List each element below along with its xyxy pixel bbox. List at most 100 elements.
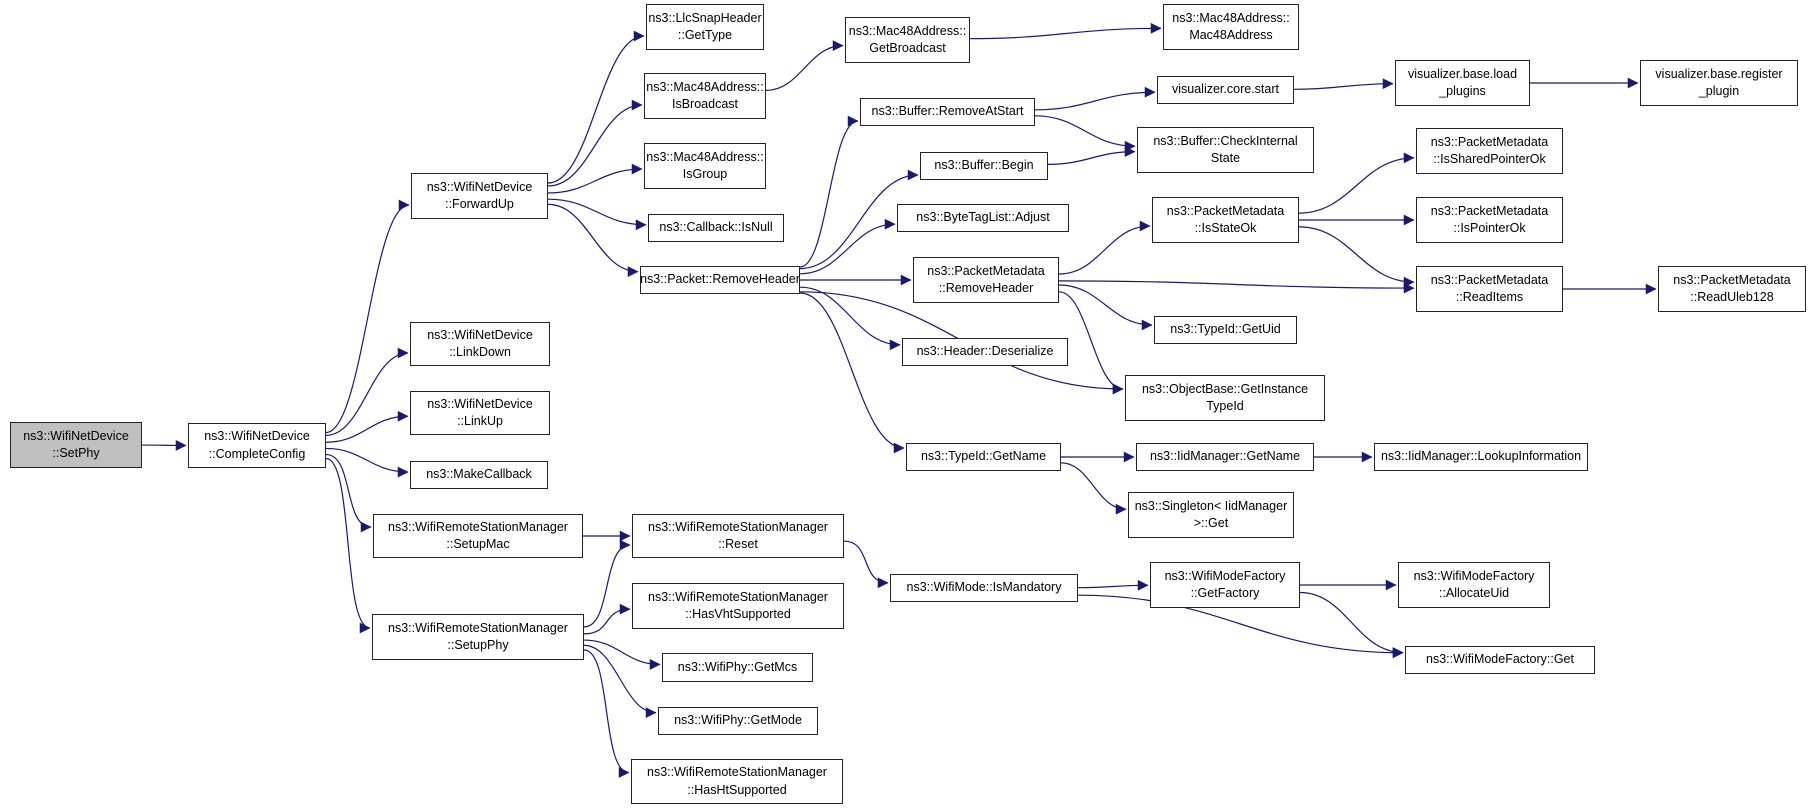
graph-node-label-line: ::HasVhtSupported: [685, 607, 791, 621]
graph-node-isstateok[interactable]: ns3::PacketMetadata::IsStateOk: [1152, 197, 1299, 243]
graph-node-label-line: ns3::PacketMetadata: [1673, 272, 1791, 287]
graph-node-label-line: ::IsStateOk: [1194, 221, 1257, 235]
edge-forwardup-isnull: [547, 198, 647, 231]
graph-node-getfactory[interactable]: ns3::WifiModeFactory::GetFactory: [1150, 562, 1300, 608]
graph-node-allocateuid[interactable]: ns3::WifiModeFactory::AllocateUid: [1398, 562, 1550, 608]
graph-node-buffbegin[interactable]: ns3::Buffer::Begin: [920, 152, 1048, 180]
graph-node-ismandatory[interactable]: ns3::WifiMode::IsMandatory: [890, 574, 1078, 602]
graph-node-headerdeserialize[interactable]: ns3::Header::Deserialize: [902, 338, 1068, 366]
graph-node-label-line: ns3::WifiNetDevice: [23, 428, 129, 443]
graph-node-label-line: visualizer.base.load: [1407, 66, 1518, 81]
graph-node-isbroadcast[interactable]: ns3::Mac48Address::IsBroadcast: [644, 73, 766, 119]
graph-node-vizregister[interactable]: visualizer.base.register_plugin: [1640, 60, 1798, 106]
graph-node-mac48mac48[interactable]: ns3::Mac48Address::Mac48Address: [1163, 4, 1299, 50]
graph-node-singletonget[interactable]: ns3::Singleton< IidManager>::Get: [1128, 492, 1294, 538]
graph-node-label-line: ns3::WifiModeFactory::Get: [1426, 652, 1574, 667]
graph-node-wmfget[interactable]: ns3::WifiModeFactory::Get: [1405, 646, 1595, 674]
graph-node-label-line: ns3::WifiMode::IsMandatory: [906, 580, 1062, 595]
graph-node-typeidgetname[interactable]: ns3::TypeId::GetName: [906, 443, 1061, 471]
edge-pktremoveheader-headerdeserialize: [799, 286, 901, 351]
graph-node-label-line: ns3::WifiNetDevice: [427, 327, 533, 342]
graph-node-label-line: ::AllocateUid: [1438, 586, 1510, 600]
graph-node-label-line: ::LinkUp: [457, 414, 503, 428]
graph-node-label-line: ns3::WifiRemoteStationManager: [388, 519, 568, 534]
graph-node-getbroadcast[interactable]: ns3::Mac48Address::GetBroadcast: [845, 17, 970, 63]
graph-node-isgroup[interactable]: ns3::Mac48Address::IsGroup: [644, 143, 766, 189]
graph-node-completeconfig[interactable]: ns3::WifiNetDevice::CompleteConfig: [188, 423, 326, 468]
graph-node-readitems[interactable]: ns3::PacketMetadata::ReadItems: [1416, 266, 1563, 312]
graph-node-removeatstart[interactable]: ns3::Buffer::RemoveAtStart: [860, 98, 1035, 126]
graph-node-wifigetmode[interactable]: ns3::WifiPhy::GetMode: [658, 707, 818, 735]
edge-isstateok-issharedptrok: [1298, 152, 1415, 214]
graph-node-label-line: ns3::ObjectBase::GetInstance: [1141, 381, 1309, 396]
graph-node-setupphy[interactable]: ns3::WifiRemoteStationManager::SetupPhy: [372, 614, 584, 660]
graph-node-label-line: ns3::WifiRemoteStationManager: [647, 765, 827, 780]
graph-node-setupmac[interactable]: ns3::WifiRemoteStationManager::SetupMac: [373, 514, 583, 558]
graph-node-label-line: ::IsSharedPointerOk: [1433, 152, 1546, 166]
graph-node-lookupinfo[interactable]: ns3::IidManager::LookupInformation: [1374, 443, 1588, 471]
edge-setupphy-reset: [583, 539, 631, 628]
edge-forwardup-isbroadcast: [547, 99, 643, 187]
graph-node-label-line: ::SetupMac: [446, 537, 510, 551]
edge-pmremoveheader-objgetinstance: [1058, 291, 1124, 395]
graph-node-forwardup[interactable]: ns3::WifiNetDevice::ForwardUp: [411, 173, 548, 219]
graph-node-label-line: ns3::Buffer::Begin: [934, 158, 1034, 173]
graph-node-label-line: ns3::PacketMetadata: [1430, 272, 1549, 287]
graph-node-label-line: visualizer.base.register: [1655, 66, 1783, 81]
graph-node-label-line: State: [1210, 151, 1241, 165]
edge-completeconfig-setupmac: [325, 453, 372, 533]
graph-node-adjust[interactable]: ns3::ByteTagList::Adjust: [897, 204, 1069, 232]
graph-node-makecallback[interactable]: ns3::MakeCallback: [410, 461, 548, 489]
graph-node-label-line: GetBroadcast: [869, 41, 946, 55]
graph-node-linkup[interactable]: ns3::WifiNetDevice::LinkUp: [410, 391, 550, 435]
edge-pktremoveheader-buffbegin: [799, 169, 919, 270]
graph-node-label-line: visualizer.core.start: [1172, 82, 1279, 97]
graph-node-pktremoveheader[interactable]: ns3::Packet::RemoveHeader: [640, 266, 800, 294]
graph-node-hasht[interactable]: ns3::WifiRemoteStationManager::HasHtSupp…: [631, 759, 843, 804]
edge-vizcorestart-vizload: [1293, 78, 1394, 90]
graph-node-pmremoveheader[interactable]: ns3::PacketMetadata::RemoveHeader: [913, 257, 1059, 303]
graph-node-label-line: Mac48Address: [1189, 28, 1273, 42]
graph-node-label-line: ns3::WifiPhy::GetMode: [674, 713, 802, 728]
edge-pktremoveheader-removeatstart: [799, 115, 859, 268]
graph-node-label-line: TypeId: [1206, 399, 1244, 413]
graph-node-label-line: ns3::PacketMetadata: [927, 263, 1045, 278]
graph-node-issharedptrok[interactable]: ns3::PacketMetadata::IsSharedPointerOk: [1416, 128, 1563, 174]
graph-node-isnull[interactable]: ns3::Callback::IsNull: [648, 214, 784, 242]
graph-node-vizcorestart[interactable]: visualizer.core.start: [1157, 76, 1294, 104]
graph-node-label-line: ns3::Mac48Address::: [646, 79, 764, 94]
graph-node-iidgetname[interactable]: ns3::IidManager::GetName: [1136, 443, 1314, 471]
graph-node-typeidgetuid[interactable]: ns3::TypeId::GetUid: [1154, 316, 1297, 344]
graph-node-llcgettype[interactable]: ns3::LlcSnapHeader::GetType: [646, 4, 764, 50]
graph-node-hasvht[interactable]: ns3::WifiRemoteStationManager::HasVhtSup…: [632, 583, 844, 629]
graph-node-readuleb[interactable]: ns3::PacketMetadata::ReadUleb128: [1658, 266, 1806, 312]
graph-node-label-line: ns3::Buffer::CheckInternal: [1153, 133, 1298, 148]
graph-node-wifigetmcs[interactable]: ns3::WifiPhy::GetMcs: [662, 653, 813, 682]
graph-node-label-line: IsGroup: [682, 167, 728, 181]
graph-node-label-line: ns3::Mac48Address::: [848, 23, 967, 38]
graph-node-label-line: ::GetFactory: [1190, 586, 1260, 600]
graph-node-reset[interactable]: ns3::WifiRemoteStationManager::Reset: [632, 514, 844, 558]
edge-setupphy-wifigetmcs: [583, 639, 661, 670]
graph-node-label-line: ns3::Buffer::RemoveAtStart: [871, 104, 1024, 119]
graph-node-label-line: >::Get: [1193, 516, 1229, 530]
edge-pmremoveheader-typeidgetuid: [1058, 284, 1153, 331]
graph-node-label-line: ns3::TypeId::GetUid: [1170, 322, 1281, 337]
edge-completeconfig-linkdown: [325, 347, 409, 436]
graph-node-label-line: ns3::Packet::RemoveHeader: [640, 272, 800, 287]
graph-node-label-line: ns3::Header::Deserialize: [916, 344, 1054, 359]
edge-getbroadcast-mac48mac48: [969, 22, 1162, 40]
graph-node-label-line: ns3::WifiRemoteStationManager: [388, 620, 568, 635]
graph-node-linkdown[interactable]: ns3::WifiNetDevice::LinkDown: [410, 322, 550, 366]
edge-getfactory-wmfget: [1299, 591, 1404, 658]
graph-node-label-line: _plugins: [1439, 84, 1486, 98]
edge-removeatstart-vizcorestart: [1034, 86, 1156, 111]
graph-node-vizload[interactable]: visualizer.base.load _plugins: [1395, 60, 1530, 106]
edge-pmremoveheader-isstateok: [1058, 220, 1151, 275]
graph-node-label-line: ::HasHtSupported: [687, 782, 787, 797]
graph-node-ispointerok[interactable]: ns3::PacketMetadata::IsPointerOk: [1416, 197, 1563, 243]
graph-node-label-line: ns3::WifiPhy::GetMcs: [677, 659, 798, 674]
edge-setupphy-hasvht: [583, 603, 631, 635]
